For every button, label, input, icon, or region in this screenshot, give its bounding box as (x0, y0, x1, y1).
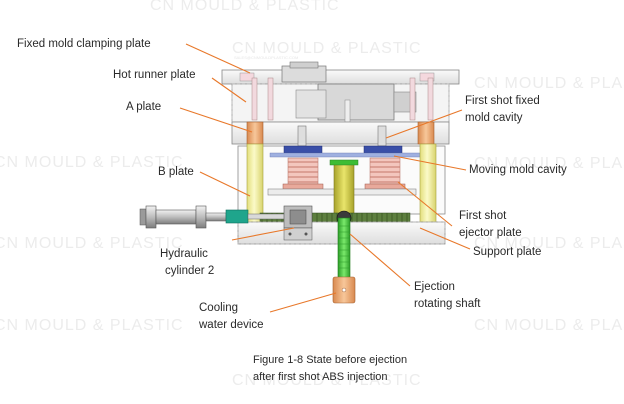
leader-cooling (269, 292, 337, 313)
leader-fixed-clamping (185, 43, 251, 74)
leader-hydraulic (231, 227, 295, 241)
label-support-plate: Support plate (473, 246, 541, 258)
watermark-text: CN MOULD & PLASTIC (474, 317, 624, 334)
leader-shaft (349, 233, 411, 287)
label-ejector-line1: First shot (459, 210, 507, 222)
leader-a-plate (179, 107, 253, 133)
label-ejector-line2: ejector plate (459, 227, 522, 239)
a-plate (231, 121, 450, 145)
label-first-shot-cavity-line2: mold cavity (465, 112, 523, 124)
moving-mold-cavity (283, 145, 323, 154)
watermark-group: CN MOULD & PLASTIC SALES@CNMOULDPLASTIC.… (0, 0, 624, 389)
leader-support-plate (419, 227, 471, 250)
hydraulic-cylinder-2 (139, 205, 313, 241)
watermark-text: CN MOULD & PLASTIC (150, 0, 340, 14)
label-shaft-line1: Ejection (414, 281, 455, 293)
label-b-plate: B plate (158, 166, 194, 178)
labels: Fixed mold clamping plate Hot runner pla… (17, 38, 567, 331)
caption-line2: after first shot ABS injection (253, 371, 388, 383)
label-a-plate: A plate (126, 101, 161, 113)
leader-moving-cavity (393, 155, 467, 171)
leader-hot-runner (211, 77, 247, 103)
watermark-text: CN MOULD & PLASTIC (0, 235, 184, 252)
watermark-text: CN MOULD & PLASTIC (474, 75, 624, 92)
label-hot-runner-plate: Hot runner plate (113, 69, 195, 81)
figure-caption: Figure 1-8 State before ejection after f… (253, 354, 407, 383)
ejector-spring (282, 157, 324, 190)
mold-assembly (139, 61, 460, 304)
label-shaft-line2: rotating shaft (414, 298, 481, 310)
ejector-spring (364, 157, 406, 190)
label-moving-mold-cavity: Moving mold cavity (469, 164, 567, 176)
leader-lines (179, 43, 471, 313)
leader-ejector-plate (397, 181, 453, 227)
guide-pillar (419, 143, 437, 225)
watermark-text: CN MOULD & PLASTIC (474, 155, 624, 172)
watermark-text: CN MOULD & PLASTIC (232, 40, 422, 57)
leader-b-plate (199, 171, 251, 197)
watermark-subtext: SALES@CNMOULDPLASTIC.COM (234, 55, 298, 60)
label-fixed-mold-clamping-plate: Fixed mold clamping plate (17, 38, 151, 50)
watermark-text: CN MOULD & PLASTIC (474, 235, 624, 252)
ejection-rotating-shaft (337, 217, 351, 279)
label-hydraulic-line2: cylinder 2 (165, 265, 214, 277)
label-cooling-line1: Cooling (199, 302, 238, 314)
hot-runner-manifold (281, 61, 417, 121)
watermark-text: CN MOULD & PLASTIC (0, 154, 184, 171)
leader-first-shot-cavity (385, 109, 463, 139)
watermark-text: CN MOULD & PLASTIC (232, 372, 422, 389)
label-hydraulic-line1: Hydraulic (160, 248, 208, 260)
guide-bushing (246, 121, 264, 145)
label-cooling-line2: water device (198, 319, 264, 331)
guide-pillar (246, 143, 264, 225)
watermark-text: CN MOULD & PLASTIC (0, 317, 184, 334)
moving-mold-cavity (363, 145, 403, 154)
core-tube (333, 162, 355, 216)
label-first-shot-cavity-line1: First shot fixed (465, 95, 540, 107)
first-shot-fixed-cavity (377, 125, 387, 147)
caption-line1: Figure 1-8 State before ejection (253, 354, 407, 366)
